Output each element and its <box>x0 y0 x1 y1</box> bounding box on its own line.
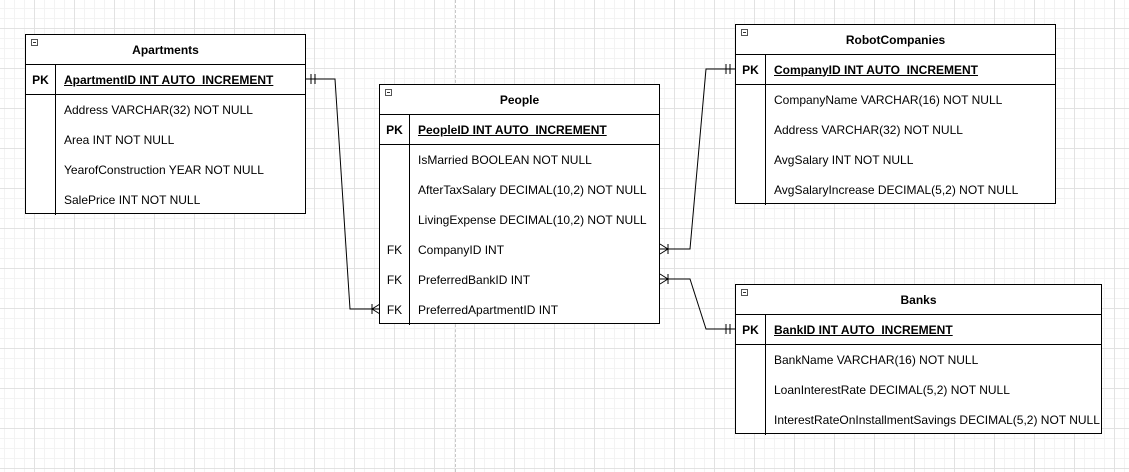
field-label: AvgSalary INT NOT NULL <box>774 153 914 167</box>
entity-header[interactable]: RobotCompanies <box>736 25 1055 55</box>
attribute-row[interactable]: BankName VARCHAR(16) NOT NULL <box>736 345 1101 375</box>
entity-apartments[interactable]: Apartments PK ApartmentID INT AUTO_INCRE… <box>25 34 306 215</box>
field-label: LivingExpense DECIMAL(10,2) NOT NULL <box>418 213 647 227</box>
key-label <box>380 205 410 235</box>
key-label <box>736 85 766 115</box>
key-label <box>26 185 56 215</box>
field-label: IsMarried BOOLEAN NOT NULL <box>418 153 592 167</box>
entity-robot-companies[interactable]: RobotCompanies PK CompanyID INT AUTO_INC… <box>735 24 1056 205</box>
field-label: YearofConstruction YEAR NOT NULL <box>64 163 264 177</box>
crowfoot-people-company <box>659 243 669 250</box>
key-label: PK <box>380 115 410 144</box>
entity-people[interactable]: People PK PeopleID INT AUTO_INCREMENT Is… <box>379 84 660 325</box>
entity-banks[interactable]: Banks PK BankID INT AUTO_INCREMENT BankN… <box>735 284 1102 435</box>
entity-header[interactable]: Banks <box>736 285 1101 315</box>
entity-header[interactable]: Apartments <box>26 35 305 65</box>
key-label <box>380 175 410 205</box>
field-label: CompanyID INT AUTO_INCREMENT <box>774 62 979 77</box>
key-label <box>736 175 766 205</box>
field-label: CompanyID INT <box>418 243 505 257</box>
field-label: BankID INT AUTO_INCREMENT <box>774 322 953 337</box>
attribute-row[interactable]: YearofConstruction YEAR NOT NULL <box>26 155 305 185</box>
attribute-row[interactable]: LivingExpense DECIMAL(10,2) NOT NULL <box>380 205 659 235</box>
field-label: InterestRateOnInstallmentSavings DECIMAL… <box>774 413 1100 427</box>
foreign-key-row[interactable]: FK PreferredApartmentID INT <box>380 295 659 325</box>
field-label: AvgSalaryIncrease DECIMAL(5,2) NOT NULL <box>774 183 1019 197</box>
field-label: PreferredBankID INT <box>418 273 531 287</box>
field-label: LoanInterestRate DECIMAL(5,2) NOT NULL <box>774 383 1010 397</box>
key-label <box>736 375 766 405</box>
key-label <box>380 145 410 175</box>
entity-title: RobotCompanies <box>845 32 946 47</box>
crowfoot-people-apartment <box>371 308 381 315</box>
attribute-row[interactable]: CompanyName VARCHAR(16) NOT NULL <box>736 85 1055 115</box>
attribute-row[interactable]: AvgSalaryIncrease DECIMAL(5,2) NOT NULL <box>736 175 1055 205</box>
field-label: CompanyName VARCHAR(16) NOT NULL <box>774 93 1003 107</box>
key-label: PK <box>26 65 56 94</box>
attribute-row[interactable]: LoanInterestRate DECIMAL(5,2) NOT NULL <box>736 375 1101 405</box>
entity-title: Banks <box>900 292 937 307</box>
entity-title: Apartments <box>132 42 199 57</box>
key-label <box>736 345 766 375</box>
primary-key-row[interactable]: PK ApartmentID INT AUTO_INCREMENT <box>26 65 305 95</box>
key-label: PK <box>736 315 766 344</box>
key-label <box>26 155 56 185</box>
key-label: PK <box>736 55 766 84</box>
attribute-row[interactable]: Address VARCHAR(32) NOT NULL <box>736 115 1055 145</box>
key-label <box>26 95 56 125</box>
entity-title: People <box>499 92 540 107</box>
crowfoot-people-bank <box>659 278 669 285</box>
collapse-icon[interactable] <box>31 39 38 46</box>
crowfoot-people-bank <box>659 273 669 280</box>
collapse-icon[interactable] <box>385 89 392 96</box>
foreign-key-row[interactable]: FK PreferredBankID INT <box>380 265 659 295</box>
attribute-row[interactable]: AfterTaxSalary DECIMAL(10,2) NOT NULL <box>380 175 659 205</box>
connector-banks-people[interactable] <box>660 278 736 330</box>
primary-key-row[interactable]: PK CompanyID INT AUTO_INCREMENT <box>736 55 1055 85</box>
attribute-row[interactable]: IsMarried BOOLEAN NOT NULL <box>380 145 659 175</box>
key-label <box>26 125 56 155</box>
field-label: PreferredApartmentID INT <box>418 303 559 317</box>
foreign-key-row[interactable]: FK CompanyID INT <box>380 235 659 265</box>
attribute-row[interactable]: InterestRateOnInstallmentSavings DECIMAL… <box>736 405 1101 435</box>
primary-key-row[interactable]: PK BankID INT AUTO_INCREMENT <box>736 315 1101 345</box>
field-label: BankName VARCHAR(16) NOT NULL <box>774 353 979 367</box>
field-label: SalePrice INT NOT NULL <box>64 193 201 207</box>
connector-apartments-people[interactable] <box>305 78 380 310</box>
key-label: FK <box>380 235 410 265</box>
field-label: ApartmentID INT AUTO_INCREMENT <box>64 72 274 87</box>
connector-companies-people[interactable] <box>660 68 736 250</box>
attribute-row[interactable]: Address VARCHAR(32) NOT NULL <box>26 95 305 125</box>
field-label: AfterTaxSalary DECIMAL(10,2) NOT NULL <box>418 183 647 197</box>
field-label: Address VARCHAR(32) NOT NULL <box>774 123 963 137</box>
collapse-icon[interactable] <box>741 29 748 36</box>
attribute-row[interactable]: AvgSalary INT NOT NULL <box>736 145 1055 175</box>
field-label: Address VARCHAR(32) NOT NULL <box>64 103 253 117</box>
entity-header[interactable]: People <box>380 85 659 115</box>
primary-key-row[interactable]: PK PeopleID INT AUTO_INCREMENT <box>380 115 659 145</box>
crowfoot-people-apartment <box>371 303 381 310</box>
attribute-row[interactable]: SalePrice INT NOT NULL <box>26 185 305 215</box>
collapse-icon[interactable] <box>741 289 748 296</box>
key-label <box>736 145 766 175</box>
field-label: Area INT NOT NULL <box>64 133 175 147</box>
field-label: PeopleID INT AUTO_INCREMENT <box>418 122 607 137</box>
key-label <box>736 405 766 435</box>
key-label: FK <box>380 265 410 295</box>
key-label: FK <box>380 295 410 325</box>
key-label <box>736 115 766 145</box>
attribute-row[interactable]: Area INT NOT NULL <box>26 125 305 155</box>
crowfoot-people-company <box>659 248 669 255</box>
